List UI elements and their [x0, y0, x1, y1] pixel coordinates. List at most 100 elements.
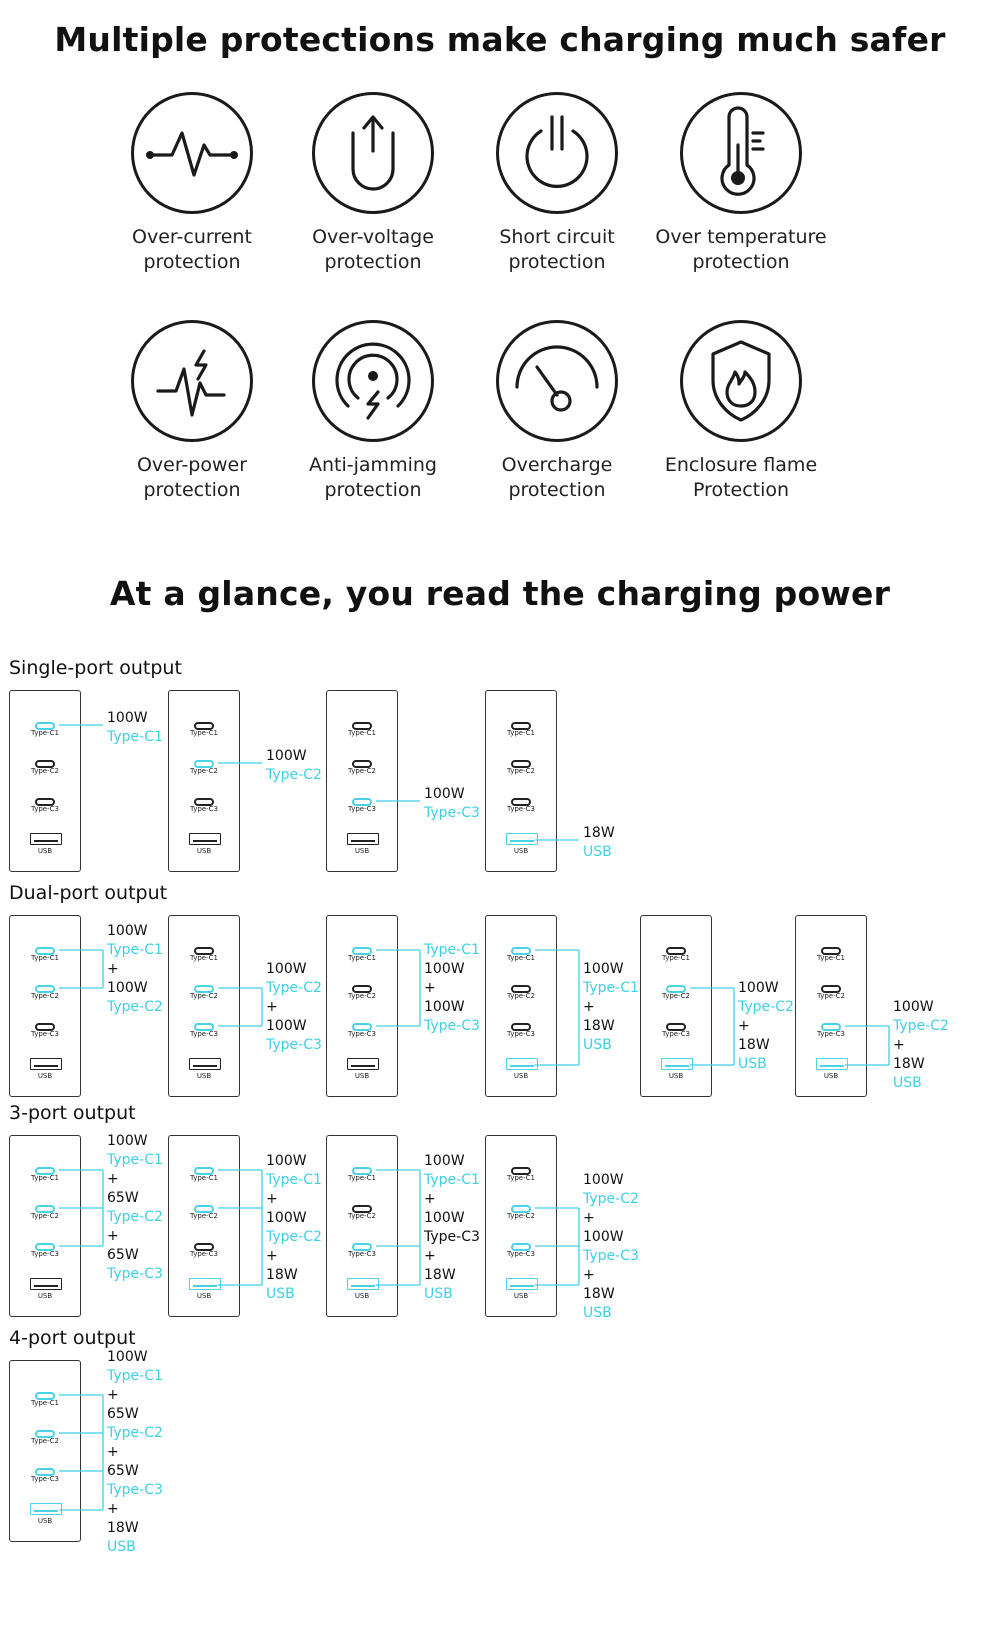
wattage-text: 100W	[424, 998, 465, 1015]
usb-c-port-3	[352, 1023, 372, 1031]
port-label: USB	[354, 847, 370, 855]
flame-shield-icon	[680, 320, 802, 442]
port-name-text: USB	[107, 1539, 136, 1555]
port-label: Type-C1	[507, 1174, 535, 1182]
usb-c-port-1	[35, 1392, 55, 1400]
connector-lines	[845, 1025, 890, 1066]
wattage-text: 100W	[107, 1133, 148, 1149]
port-name-text: Type-C2	[107, 1209, 163, 1225]
wattage-text: 18W	[583, 825, 615, 841]
wattage-text: 100W	[107, 710, 148, 726]
port-label: Type-C2	[190, 1212, 218, 1220]
plus-sign: +	[107, 1501, 119, 1517]
port-label: Type-C1	[190, 954, 218, 962]
usb-a-port	[30, 1278, 62, 1290]
port-label: Type-C3	[348, 805, 376, 813]
port-name-text: USB	[738, 1056, 767, 1072]
section-title: Dual-port output	[9, 882, 168, 904]
usb-c-port-3	[352, 798, 372, 806]
usb-c-port-3	[194, 1023, 214, 1031]
usb-c-port-1	[352, 1167, 372, 1175]
plus-sign: +	[424, 1247, 436, 1264]
section-title: 4-port output	[9, 1327, 136, 1349]
wattage-text: 18W	[583, 1018, 615, 1034]
connector-lines	[59, 1394, 104, 1511]
connector-lines	[376, 949, 421, 1027]
usb-a-port	[189, 1058, 221, 1070]
port-label: Type-C2	[507, 1212, 535, 1220]
port-name-text: Type-C2	[266, 1228, 322, 1245]
port-label: Type-C1	[31, 1399, 59, 1407]
usb-a-port	[347, 1278, 379, 1290]
wattage-text: Type-C3	[424, 1228, 480, 1245]
usb-a-port	[189, 1278, 221, 1290]
wattage-text: 100W	[266, 748, 307, 764]
usb-c-port-2	[352, 1205, 372, 1213]
port-label: Type-C1	[348, 954, 376, 962]
usb-c-port-2	[821, 985, 841, 993]
wattage-text: 100W	[266, 1152, 307, 1169]
usb-a-port	[347, 833, 379, 845]
usb-c-port-3	[35, 1243, 55, 1251]
port-label: USB	[196, 1072, 212, 1080]
port-label: Type-C3	[507, 1250, 535, 1258]
usb-c-port-3	[352, 1243, 372, 1251]
wattage-text: 18W	[424, 1266, 456, 1283]
port-label: Type-C1	[507, 954, 535, 962]
pulse-icon	[131, 92, 253, 214]
protection-label: Enclosure flame Protection	[664, 454, 818, 501]
port-name-text: Type-C1	[266, 1171, 322, 1188]
section-title: Single-port output	[9, 657, 182, 679]
port-label: Type-C1	[31, 1174, 59, 1182]
connector-lines	[59, 724, 103, 726]
port-label: Type-C2	[348, 1212, 376, 1220]
usb-a-port	[506, 1278, 538, 1290]
connector-lines	[59, 1169, 104, 1247]
connector-lines	[376, 800, 420, 802]
port-label: USB	[354, 1072, 370, 1080]
port-label: USB	[823, 1072, 839, 1080]
wattage-text: 18W	[893, 1056, 925, 1072]
protection-label: Anti-jamming protection	[309, 454, 437, 501]
port-name-text: USB	[424, 1285, 453, 1302]
connector-lines	[218, 762, 262, 764]
protection-label: Over-current protection	[132, 226, 252, 273]
wattage-text: 65W	[107, 1190, 139, 1206]
port-label: Type-C2	[190, 767, 218, 775]
port-label: Type-C1	[190, 1174, 218, 1182]
plus-sign: +	[107, 1387, 119, 1403]
power-spike-icon	[131, 320, 253, 442]
port-label: Type-C2	[817, 992, 845, 1000]
port-label: Type-C3	[31, 805, 59, 813]
usb-c-port-1	[511, 722, 531, 730]
wattage-text: 18W	[266, 1266, 298, 1283]
port-label: USB	[37, 847, 53, 855]
usb-c-port-2	[352, 760, 372, 768]
power-headline: At a glance, you read the charging power	[109, 574, 891, 613]
protection-label: Over temperature protection	[655, 226, 827, 273]
port-label: Type-C1	[31, 954, 59, 962]
usb-c-port-1	[194, 1167, 214, 1175]
port-label: USB	[196, 847, 212, 855]
usb-c-port-1	[35, 1167, 55, 1175]
plus-sign: +	[266, 998, 278, 1015]
wattage-text: 100W	[107, 979, 148, 996]
port-label: USB	[37, 1292, 53, 1300]
usb-a-port	[661, 1058, 693, 1070]
usb-c-port-2	[352, 985, 372, 993]
port-name-text: Type-C2	[266, 979, 322, 996]
port-name-text: Type-C1	[424, 1171, 480, 1188]
plus-sign: +	[266, 1190, 278, 1207]
wattage-text: 18W	[107, 1520, 139, 1536]
protection-item-1: Over-current protection	[97, 92, 287, 275]
usb-c-port-2	[194, 1205, 214, 1213]
